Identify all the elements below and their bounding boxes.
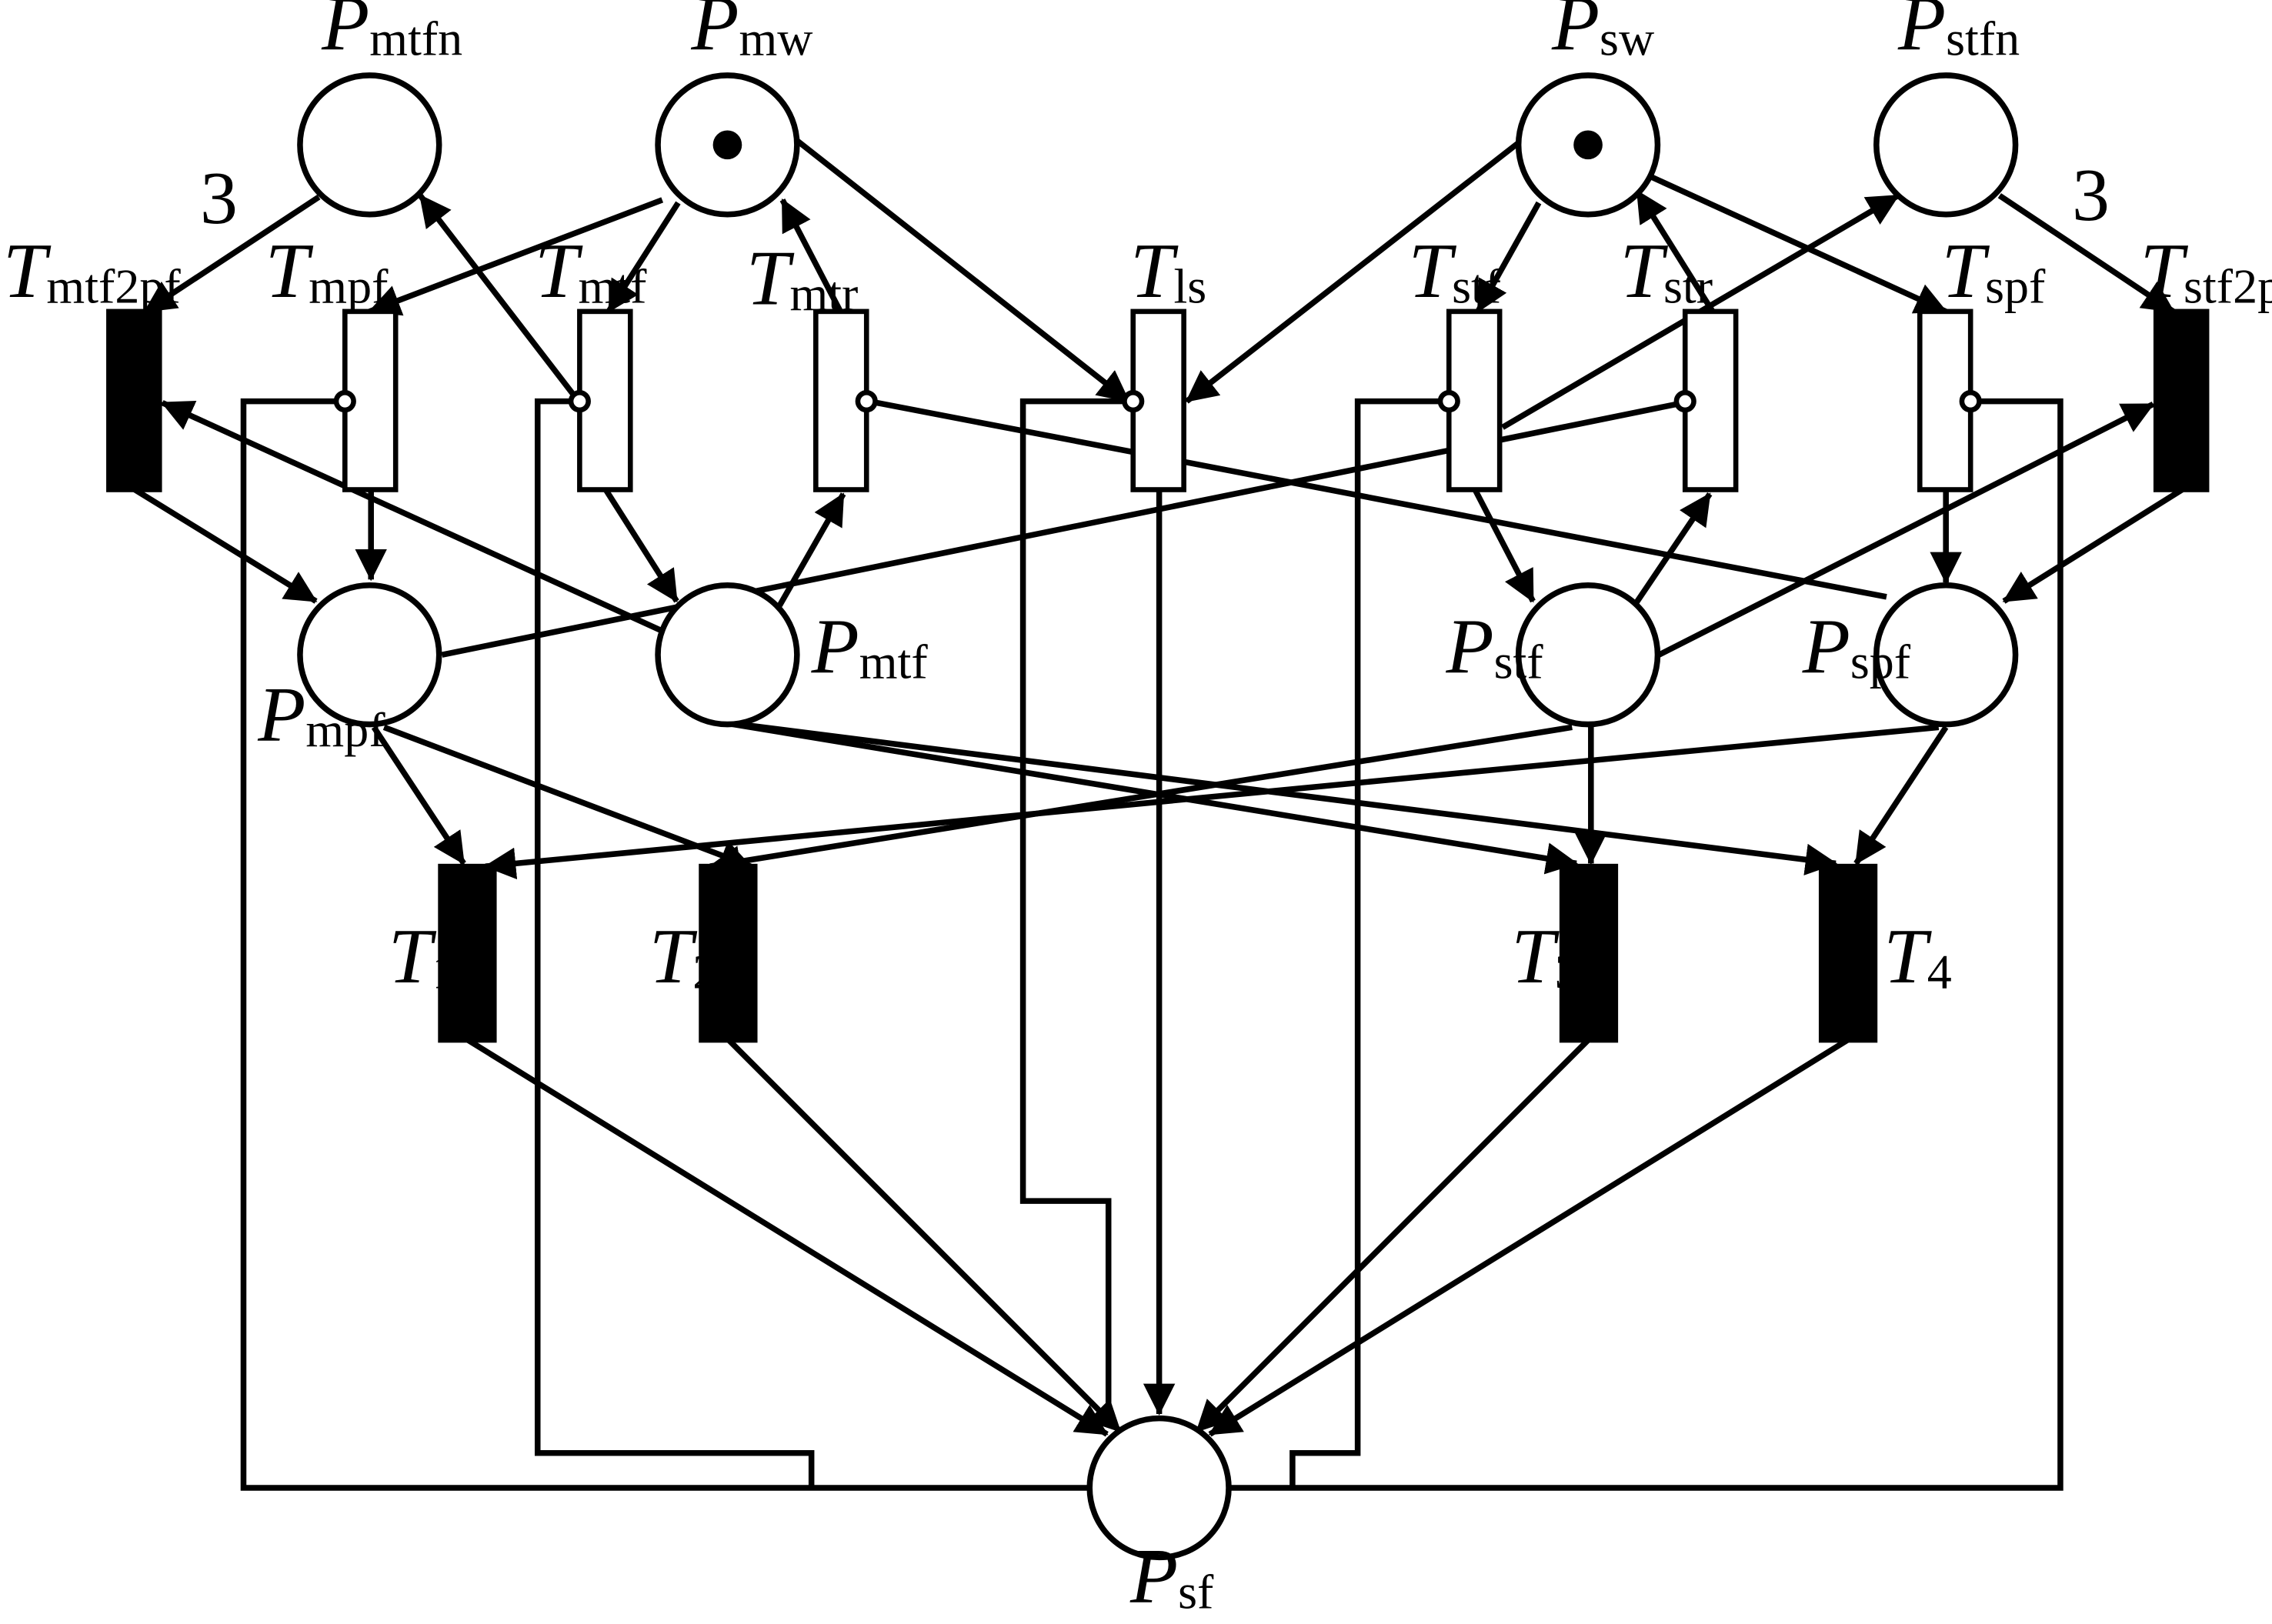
arc-t3-psf bbox=[1194, 1038, 1590, 1434]
transition-t2 bbox=[699, 863, 758, 1043]
label-p-sw: Psw bbox=[1551, 0, 1654, 66]
transition-t4 bbox=[1818, 863, 1878, 1043]
label-p-spf: Pspf bbox=[1802, 602, 1911, 689]
arc-pstf-tstf2pf bbox=[1657, 402, 2155, 658]
arc-t4-psf bbox=[1208, 1037, 1850, 1437]
inhibitor-head-tspf bbox=[1959, 390, 1982, 413]
token-p-mw bbox=[712, 130, 742, 160]
arc-pmw-tmpf bbox=[368, 197, 664, 316]
arc-pmtf-t4 bbox=[728, 719, 1838, 875]
inhibitor-psf-tls bbox=[1019, 398, 1126, 1427]
label-p-mpf: Pmpf bbox=[257, 670, 385, 757]
label-t4: T4 bbox=[1883, 912, 1952, 999]
inhibitor-psf-tstf bbox=[1289, 398, 1442, 1488]
arc-pspf-t4 bbox=[1853, 725, 1949, 865]
label-t-spf: Tspf bbox=[1942, 227, 2046, 314]
inhibitor-head-tmtf bbox=[568, 390, 591, 413]
label-p-mtfn: Pmtfn bbox=[321, 0, 462, 66]
places bbox=[297, 72, 2019, 1561]
place-p-stfn bbox=[1873, 72, 2019, 218]
label-t-stf2pf: Tstf2pf bbox=[2140, 227, 2272, 314]
transition-t-stf2pf bbox=[2153, 308, 2210, 492]
label-p-mtf: Pmtf bbox=[811, 602, 929, 689]
label-p-stfn: Pstfn bbox=[1897, 0, 2020, 66]
arc-pmtf-tmtr bbox=[776, 492, 846, 608]
arc-pmtfn-tmtf2pf bbox=[143, 194, 321, 315]
arc-tmtf-pmtfn bbox=[418, 193, 582, 405]
inhibitor-psf-tspf bbox=[1229, 398, 2063, 1491]
arc-weight-right: 3 bbox=[2072, 154, 2110, 237]
label-t-mtf2pf: Tmtf2pf bbox=[3, 227, 181, 314]
arc-pmpf-t2 bbox=[382, 724, 752, 871]
label-p-mw: Pmw bbox=[690, 0, 812, 66]
arc-t1-psf bbox=[466, 1037, 1109, 1437]
arc-tmtr-pmw bbox=[779, 198, 843, 313]
label-t-str: Tstr bbox=[1620, 227, 1713, 314]
transition-t-mtf2pf bbox=[106, 308, 162, 492]
place-p-stf bbox=[1515, 582, 1661, 728]
label-p-sf: Psf bbox=[1129, 1532, 1214, 1619]
transition-t3 bbox=[1559, 863, 1619, 1043]
inhibitor-head-tls bbox=[1122, 390, 1145, 413]
arc-psw-tstf bbox=[1475, 201, 1542, 313]
inhibitor-head-tstr bbox=[1673, 390, 1696, 413]
arc-tstf2pf-pspf bbox=[2002, 487, 2184, 604]
place-p-mpf bbox=[297, 582, 442, 728]
arc-pmw-tls bbox=[795, 138, 1131, 404]
arc-psw-tls bbox=[1185, 138, 1523, 404]
arc-pmw-tmtf bbox=[606, 201, 681, 313]
arc-pstf-tstr bbox=[1632, 492, 1713, 608]
inhibitor-head-tmtr bbox=[855, 390, 878, 413]
label-t-mtr: Tmtr bbox=[746, 234, 858, 321]
arc-pstfn-tstf2pf bbox=[1997, 193, 2175, 315]
arc-tstr-psw bbox=[1634, 189, 1716, 313]
labels: Pmtfn Pmw Psw Pstfn Pmpf Pmtf Pstf Pspf … bbox=[3, 0, 2272, 1619]
inhibitor-head-tstf bbox=[1437, 390, 1460, 413]
inhibitor-psf-tmtf bbox=[534, 398, 815, 1488]
label-t3: T3 bbox=[1511, 912, 1580, 999]
inhibitor-head-tmpf bbox=[333, 390, 356, 413]
arc-tmtf2pf-pmpf bbox=[133, 487, 318, 604]
place-p-mtf bbox=[655, 582, 800, 728]
arc-t2-psf bbox=[726, 1038, 1123, 1434]
label-t-mtf: Tmtf bbox=[535, 227, 647, 314]
arc-pspf-t1 bbox=[483, 724, 1940, 879]
label-t1: T1 bbox=[389, 912, 457, 999]
label-t-stf: Tstf bbox=[1409, 227, 1502, 314]
arc-pstf-t2 bbox=[708, 724, 1573, 878]
label-t2: T2 bbox=[649, 912, 718, 999]
token-p-sw bbox=[1573, 130, 1603, 160]
label-t-mpf: Tmpf bbox=[265, 227, 389, 314]
arc-weight-left: 3 bbox=[200, 157, 238, 240]
arc-pmpf-t1 bbox=[371, 725, 466, 865]
transitions bbox=[106, 308, 2210, 1043]
place-p-sf bbox=[1086, 1415, 1232, 1561]
label-t-ls: Tls bbox=[1130, 227, 1206, 314]
arc-tstf-pstf bbox=[1472, 488, 1536, 603]
label-p-stf: Pstf bbox=[1445, 602, 1543, 689]
place-p-spf bbox=[1873, 582, 2019, 728]
place-p-mtfn bbox=[297, 72, 442, 218]
inhibitor-pspf-tmtr bbox=[876, 399, 1887, 600]
arc-psw-tspf bbox=[1643, 171, 1948, 315]
arc-tmtf-pmtf bbox=[603, 488, 679, 603]
inhibitor-heads bbox=[333, 390, 1982, 413]
inhibitor-psf-tmpf bbox=[240, 398, 1090, 1491]
transition-t1 bbox=[438, 863, 497, 1043]
